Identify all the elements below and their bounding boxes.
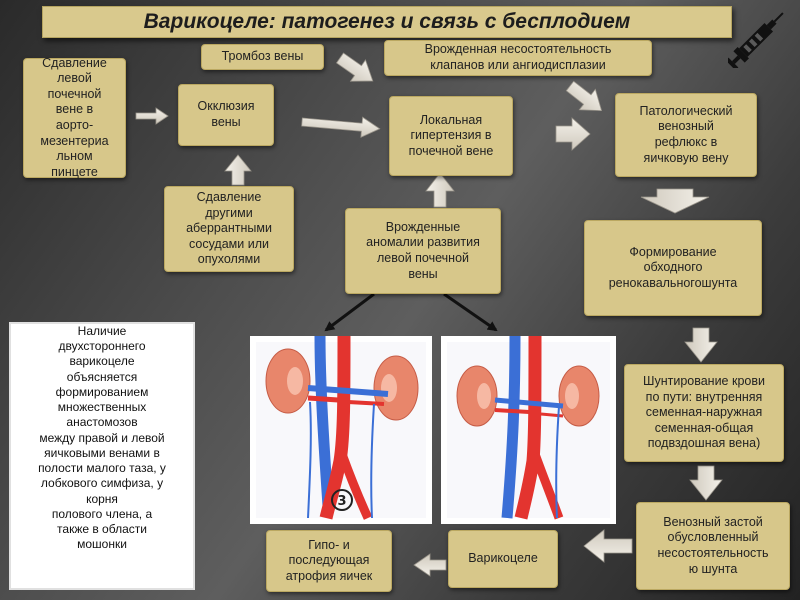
- arrow-down: [640, 188, 710, 214]
- arrow-diagonal: [565, 80, 603, 112]
- box-venous-congestion: Венозный застой обусловленный несостояте…: [636, 502, 790, 590]
- arrow-up: [425, 172, 455, 208]
- arrow-up: [224, 154, 252, 186]
- anatomy-illustration: 3: [250, 335, 432, 524]
- anatomy-illustration: [441, 335, 616, 524]
- arrow-left: [583, 529, 633, 563]
- info-bilateral-varicocele: Наличие двухстороннего варикоцеле объясн…: [9, 322, 195, 590]
- box-compression-left-renal: Сдавление левой почечной вене в аорто- м…: [23, 56, 126, 179]
- arrow-down: [684, 327, 718, 363]
- box-congenital-anomalies: Врожденные аномалии развития левой почеч…: [345, 208, 501, 294]
- box-bypass-formation: Формирование обходного ренокавальногошун…: [584, 220, 762, 316]
- figure-label: 3: [337, 494, 346, 509]
- syringe-icon: [728, 12, 784, 68]
- arrow-diagonal: [336, 52, 374, 82]
- arrow-right: [555, 117, 591, 151]
- pointer-arrow: [443, 292, 498, 332]
- box-compression-other: Сдавление другими аберрантными сосудами …: [164, 186, 294, 272]
- box-varicocele: Варикоцеле: [448, 530, 558, 588]
- arrow-down: [689, 465, 723, 501]
- arrow-right: [301, 116, 381, 138]
- box-atrophy: Гипо- и последующая атрофия яичек: [266, 530, 392, 592]
- page-title: Варикоцеле: патогенез и связь с бесплоди…: [42, 6, 732, 38]
- box-local-hypertension: Локальная гипертензия в почечной вене: [389, 96, 513, 176]
- box-blood-shunting: Шунтирование крови по пути: внутренняя с…: [624, 364, 784, 462]
- arrow-right: [135, 107, 169, 125]
- box-vein-occlusion: Окклюзия вены: [178, 84, 274, 146]
- pointer-arrow: [324, 292, 375, 332]
- arrow-left: [413, 553, 447, 577]
- box-congenital-valve: Врожденная несостоятельность клапанов ил…: [384, 40, 652, 76]
- box-vein-thrombosis: Тромбоз вены: [201, 44, 324, 70]
- box-pathologic-reflux: Патологический венозный рефлюкс в яичков…: [615, 93, 757, 177]
